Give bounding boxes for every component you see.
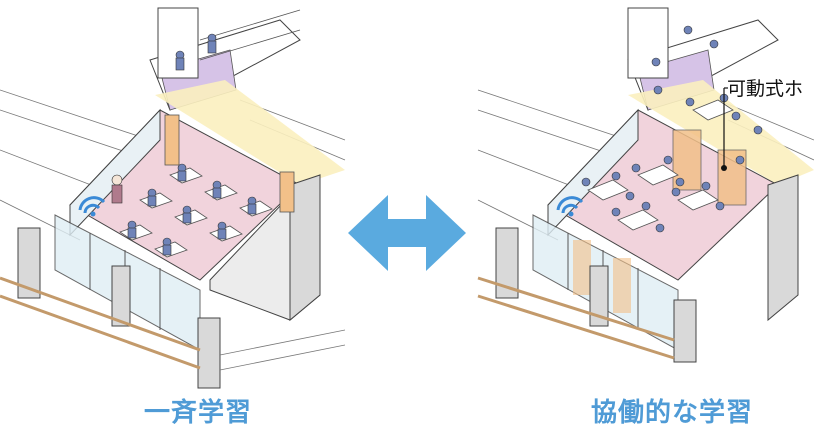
- caption-collaborative-learning: 協働的な学習: [591, 398, 754, 428]
- caption-whole-class-learning: 一斉学習: [144, 398, 253, 428]
- right-classroom: [477, 7, 814, 363]
- double-arrow-icon: [348, 195, 466, 271]
- left-classroom: [0, 7, 346, 389]
- movable-board-callout-label: 可動式ホ: [727, 78, 804, 100]
